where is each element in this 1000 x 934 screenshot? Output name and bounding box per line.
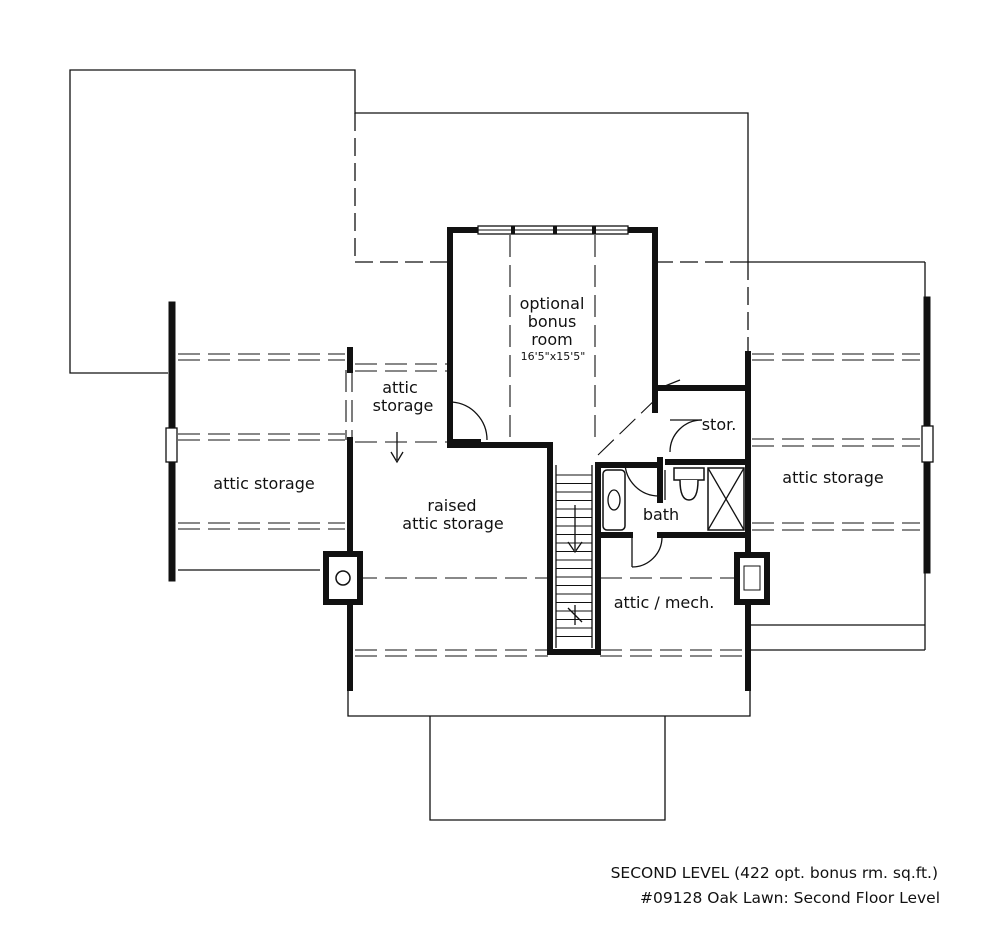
bonus-room-dimensions: 16'5"x15'5" [521,350,586,363]
flue-right [734,552,770,605]
stairs[interactable] [555,465,593,648]
bonus-room-label-1: optional [520,294,585,313]
gable-vents [165,425,934,463]
flue-left [323,551,363,605]
bonus-room-label-2: bonus [528,312,577,331]
storage-closet-label: stor. [702,415,737,434]
plan-caption: SECOND LEVEL (422 opt. bonus rm. sq.ft.)… [611,864,940,907]
attic-storage-small-label-2: storage [373,396,434,415]
raised-attic-label-2: attic storage [402,514,503,533]
bath-fixtures [602,467,745,531]
room-labels: optional bonus room 16'5"x15'5" attic st… [213,294,883,612]
step-down-arrow [390,432,404,464]
walls [168,227,931,691]
doors [451,379,703,568]
attic-storage-right-label: attic storage [782,468,883,487]
bonus-room-label-3: room [531,330,572,349]
caption-line-1: SECOND LEVEL (422 opt. bonus rm. sq.ft.) [611,864,938,882]
roof-outline [69,69,926,821]
roof-dashed-lines [178,113,920,657]
attic-storage-small-label-1: attic [382,378,418,397]
bonus-window [477,225,629,235]
raised-attic-label-1: raised [427,496,476,515]
attic-storage-left-label: attic storage [213,474,314,493]
caption-line-2: #09128 Oak Lawn: Second Floor Level [640,889,940,907]
bath-label: bath [643,505,679,524]
attic-mech-label: attic / mech. [614,593,715,612]
